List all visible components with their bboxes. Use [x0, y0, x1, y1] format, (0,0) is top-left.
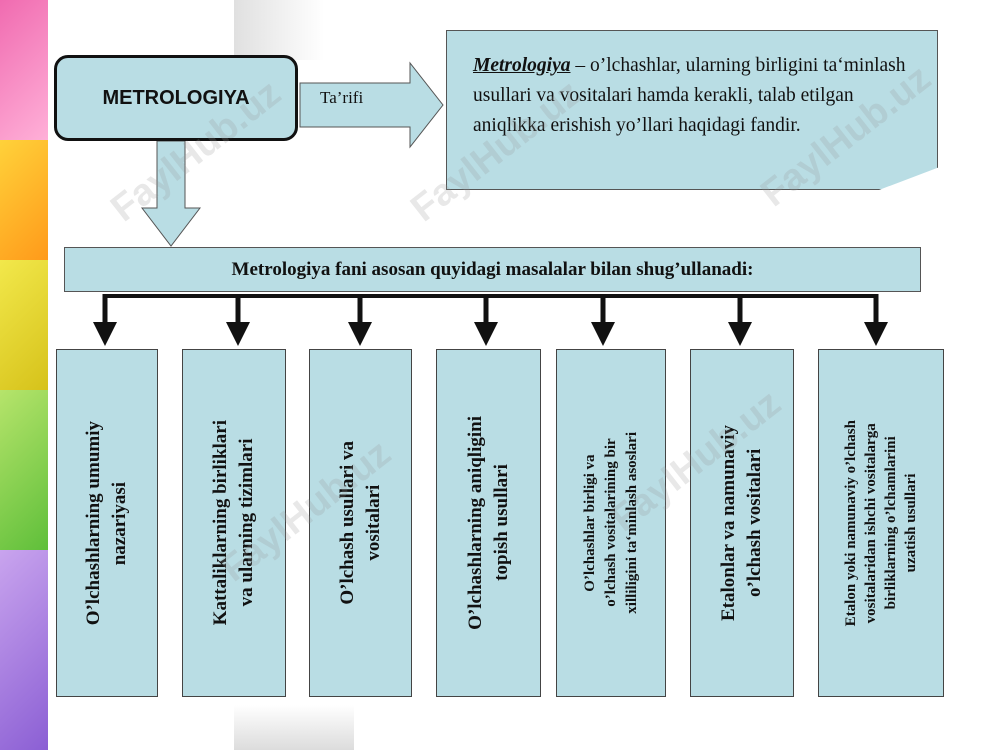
- item-text-4: O’lchashlarning aniqligini topish usulla…: [464, 416, 512, 630]
- item-text-5: O’lchashlar birligi va o’lchash vositala…: [581, 432, 640, 614]
- item-box-4: O’lchashlarning aniqligini topish usulla…: [436, 349, 541, 697]
- definition-box: Metrologiya – o’lchashlar, ularning birl…: [446, 30, 938, 190]
- item-box-2: Kattaliklarning birliklari va ularning t…: [182, 349, 286, 697]
- item-box-1: O’lchashlarning umumiy nazariyasi: [56, 349, 158, 697]
- item-box-6: Etalonlar va namunaviy o’lchash vositala…: [690, 349, 794, 697]
- decorative-band: [234, 0, 324, 60]
- item-box-7: Etalon yoki namunaviy o’lchash vositalar…: [818, 349, 944, 697]
- definition-term: Metrologiya: [473, 55, 571, 76]
- heading-bar: Metrologiya fani asosan quyidagi masalal…: [64, 247, 921, 292]
- item-arrowhead-6: [728, 322, 752, 346]
- item-arrowhead-4: [474, 322, 498, 346]
- definition-text: – o’lchashlar, ularning birligini ta‘min…: [473, 55, 906, 136]
- item-arrowhead-7: [864, 322, 888, 346]
- definition-arrow: [299, 61, 444, 149]
- item-text-1: O’lchashlarning umumiy nazariyasi: [83, 420, 130, 626]
- decorative-band-bottom: [234, 705, 354, 750]
- heading-text: Metrologiya fani asosan quyidagi masalal…: [231, 258, 754, 280]
- item-arrowhead-2: [226, 322, 250, 346]
- item-arrowhead-3: [348, 322, 372, 346]
- item-arrowhead-1: [93, 322, 117, 346]
- item-connectors: [93, 294, 888, 346]
- title-text: METROLOGIYA: [102, 86, 250, 109]
- item-text-7: Etalon yoki namunaviy o’lchash vositalar…: [843, 419, 919, 627]
- item-arrowhead-5: [591, 322, 615, 346]
- item-text-3: O’lchash usullari va vositalari: [336, 441, 384, 605]
- title-box: METROLOGIYA: [54, 55, 298, 141]
- item-text-6: Etalonlar va namunaviy o’lchash vositala…: [718, 424, 765, 622]
- item-box-5: O’lchashlar birligi va o’lchash vositala…: [556, 349, 666, 697]
- item-box-3: O’lchash usullari va vositalari: [309, 349, 412, 697]
- decorative-collage: [0, 0, 48, 750]
- down-arrow: [140, 140, 202, 247]
- item-text-2: Kattaliklarning birliklari va ularning t…: [210, 420, 257, 626]
- definition-arrow-label: Ta’rifi: [320, 88, 364, 107]
